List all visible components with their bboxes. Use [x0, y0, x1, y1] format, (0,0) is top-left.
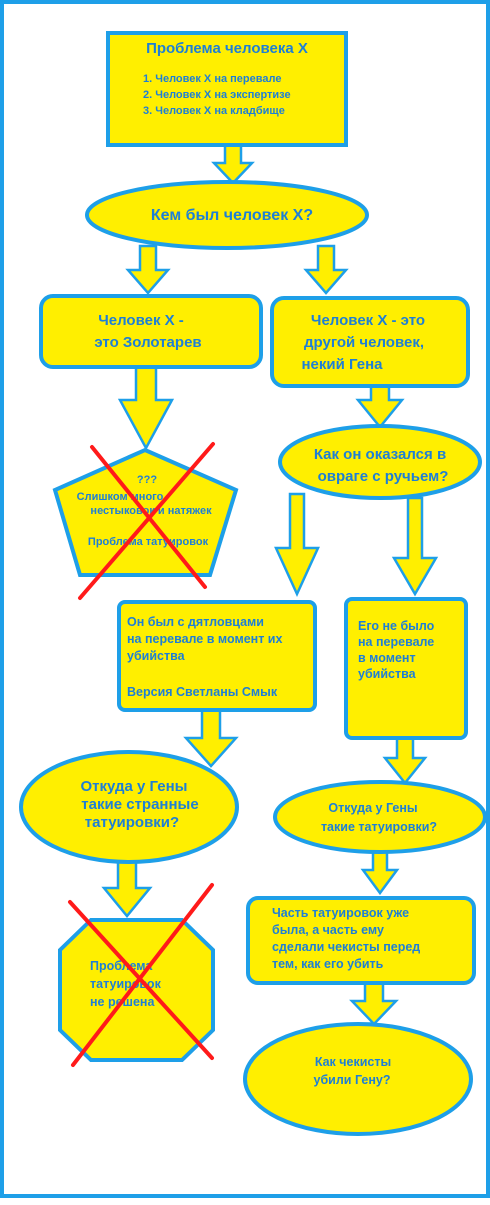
- with-group-label: Версия Светланы Смык: [127, 685, 278, 699]
- problem-title: Проблема человека Х: [146, 40, 308, 57]
- zolotarev-label: это Золотарев: [94, 334, 201, 351]
- hexagon-label: Проблема: [90, 959, 153, 973]
- strange-tattoos-ellipse: [19, 750, 239, 864]
- with-group-label: Он был с дятловцами: [127, 615, 264, 629]
- arrow-ravine-to-not-there: [391, 496, 439, 597]
- partly-label: сделали чекисты перед: [272, 940, 420, 954]
- problem-item: 3. Человек Х на кладбище: [143, 105, 285, 117]
- killed-ellipse: [243, 1022, 473, 1136]
- zolotarev-box: [39, 294, 263, 369]
- gena-label: Человек Х - это: [311, 312, 425, 329]
- ravine-label: овраге с ручьем?: [318, 468, 449, 485]
- strange-tattoos-label: Откуда у Гены: [81, 778, 188, 795]
- pentagon-label: Слишком много: [77, 491, 164, 503]
- problem-box: [106, 31, 348, 147]
- partly-label: тем, как его убить: [272, 957, 384, 971]
- pentagon-label: ???: [137, 474, 157, 486]
- arrow-not-there-to-tattoos: [382, 736, 428, 786]
- cross-pentagon: [78, 442, 215, 600]
- arrow-with-group-to-strange: [183, 707, 239, 768]
- ravine-label: Как он оказался в: [314, 446, 446, 463]
- strange-tattoos-label: татуировки?: [85, 814, 179, 831]
- cross-stroke: [71, 883, 214, 1067]
- cross-hexagon: [68, 883, 214, 1067]
- not-there-label: на перевале: [358, 635, 434, 649]
- tattoos-label: такие татуировки?: [321, 820, 437, 834]
- partly-label: Часть татуировок уже: [272, 906, 409, 920]
- arrow-ravine-to-with-group: [274, 492, 320, 598]
- problem-item: 1. Человек Х на перевале: [143, 73, 281, 85]
- killed-label: убили Гену?: [314, 1073, 391, 1087]
- zolotarev-label: Человек Х -: [98, 312, 184, 329]
- tattoos-ellipse: [273, 780, 487, 854]
- with-group-label: убийства: [127, 649, 186, 663]
- hexagon-shape: [58, 918, 215, 1062]
- gena-label: некий Гена: [301, 356, 383, 373]
- arrow-strange-to-hexagon: [101, 860, 153, 918]
- arrow-who-to-zolotarev: [125, 244, 171, 295]
- with-group-label: на перевале в момент их: [127, 632, 282, 646]
- shapes: [19, 31, 487, 1136]
- tattoos-label: Откуда у Гены: [328, 801, 417, 815]
- partly-box: [246, 896, 476, 985]
- problem-items: 1. Человек Х на перевале 2. Человек Х на…: [143, 73, 291, 117]
- problem-item: 2. Человек Х на экспертизе: [143, 89, 291, 101]
- cross-stroke: [78, 442, 215, 600]
- pentagon-label: нестыковок и натяжек: [90, 505, 212, 517]
- gena-label: другой человек,: [304, 334, 424, 351]
- not-there-label: Его не было: [358, 619, 435, 633]
- with-group-box: [117, 600, 317, 712]
- not-there-label: в момент: [358, 651, 416, 665]
- pentagon-label: Проблема татуировок: [88, 536, 209, 548]
- not-there-box: [344, 597, 468, 740]
- arrow-who-to-gena: [303, 244, 349, 295]
- partly-label: была, а часть ему: [272, 923, 384, 937]
- arrow-problem-to-who: [211, 143, 255, 185]
- strange-tattoos-label: такие странные: [81, 796, 198, 813]
- not-there-label: убийства: [358, 667, 417, 681]
- arrow-partly-to-killed: [349, 981, 399, 1026]
- gena-box: [270, 296, 470, 388]
- ravine-ellipse: [278, 424, 482, 500]
- arrow-zolotarev-to-pentagon: [117, 365, 175, 451]
- arrow-gena-to-ravine: [355, 384, 405, 429]
- who-label: Кем был человек Х?: [151, 207, 313, 224]
- who-ellipse: [85, 180, 369, 250]
- killed-label: Как чекисты: [315, 1055, 391, 1069]
- arrows: [101, 143, 439, 1026]
